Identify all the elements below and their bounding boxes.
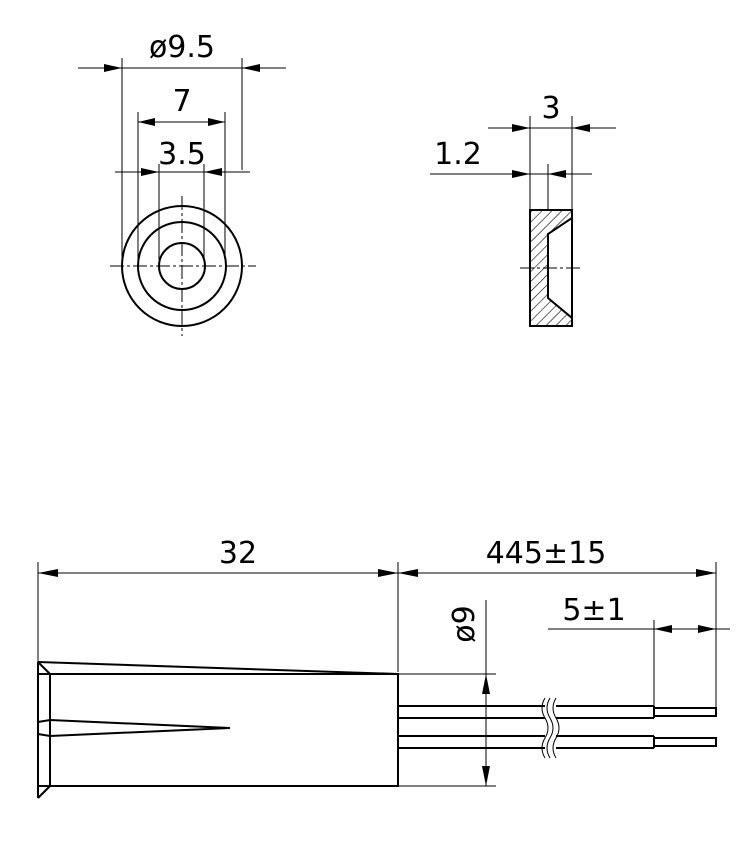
arrow-icon bbox=[104, 64, 122, 72]
sensor-body bbox=[37, 673, 399, 787]
dim-label-chamfer: 1.2 bbox=[434, 137, 482, 172]
arrow-icon bbox=[204, 168, 222, 176]
arrow-icon bbox=[654, 625, 672, 633]
arrow-icon bbox=[572, 124, 590, 132]
dim-label-body-diameter: ø9 bbox=[447, 605, 482, 642]
front-view-ring: ø9.5 7 3.5 bbox=[78, 30, 286, 336]
dim-label-bore-diameter: 3.5 bbox=[158, 137, 206, 172]
body-taper-line bbox=[37, 661, 399, 675]
lead-1-conductor bbox=[653, 707, 717, 717]
arrow-icon bbox=[141, 168, 159, 176]
arrow-icon bbox=[696, 569, 716, 577]
dim-label-lead-length: 445±15 bbox=[486, 536, 607, 571]
arrow-icon bbox=[698, 625, 716, 633]
dim-label-middle-diameter: 7 bbox=[172, 84, 191, 119]
section-view: 3 1.2 bbox=[430, 91, 616, 327]
dim-label-section-width: 3 bbox=[541, 91, 560, 126]
arrow-icon bbox=[512, 124, 530, 132]
break-symbol bbox=[552, 697, 560, 759]
side-view: 32 445±15 5±1 ø9 bbox=[37, 536, 730, 799]
arrow-icon bbox=[38, 569, 58, 577]
arrow-icon bbox=[378, 569, 398, 577]
arrow-icon bbox=[208, 118, 225, 126]
lead-2-conductor bbox=[653, 737, 717, 747]
break-symbol bbox=[546, 697, 554, 759]
arrow-icon bbox=[512, 170, 530, 178]
arrow-icon bbox=[242, 64, 260, 72]
arrow-icon bbox=[398, 569, 418, 577]
body-bottom-taper bbox=[37, 785, 51, 799]
dim-label-body-length: 32 bbox=[219, 536, 257, 571]
dim-label-outer-diameter: ø9.5 bbox=[149, 30, 215, 65]
dim-label-strip-length: 5±1 bbox=[562, 593, 625, 628]
arrow-icon bbox=[548, 170, 566, 178]
lead-wires bbox=[398, 697, 717, 759]
body-groove bbox=[37, 718, 231, 738]
break-symbol bbox=[541, 697, 549, 759]
body-taper-top bbox=[37, 661, 51, 675]
arrow-icon bbox=[482, 766, 490, 786]
arrow-icon bbox=[482, 674, 490, 694]
arrow-icon bbox=[138, 118, 155, 126]
